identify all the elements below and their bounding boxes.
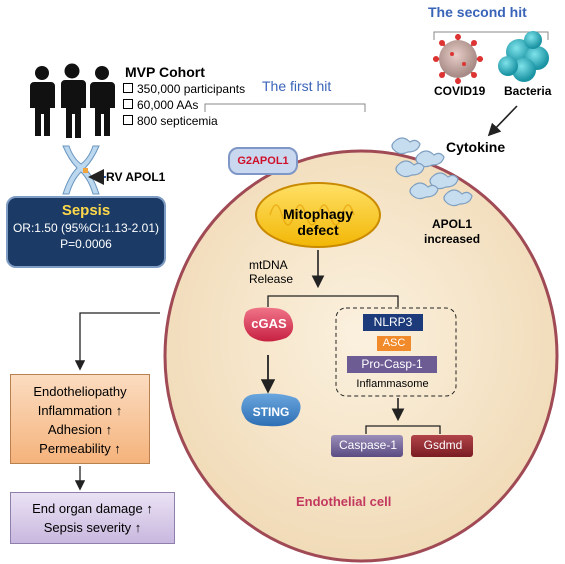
caspase-branch: [365, 425, 441, 434]
cgas-shape: [243, 307, 294, 342]
mitophagy-label: Mitophagy defect: [268, 206, 368, 238]
asc-label: ASC: [377, 336, 411, 351]
cohort-item: 60,000 AAs: [123, 98, 198, 112]
second-hit-label: The second hit: [428, 4, 527, 20]
covid-virus-icon: [433, 34, 483, 84]
apol1-line: APOL1: [432, 217, 473, 231]
covid-label: COVID19: [434, 84, 486, 98]
mtdna-line: Release: [249, 272, 294, 286]
cytokine-arrow: [487, 105, 518, 137]
final-outcomes-box: End organ damage ↑ Sepsis severity ↑: [10, 492, 175, 544]
first-hit-bracket: [204, 103, 366, 112]
bacteria-label: Bacteria: [504, 84, 552, 98]
sepsis-box: Sepsis OR:1.50 (95%CI:1.13-2.01) P=0.000…: [6, 196, 166, 268]
gsdmd-shape: [411, 435, 473, 457]
apol1-increased-label: APOL1 increased: [424, 217, 480, 247]
bacteria-icon: [498, 31, 549, 82]
sting-shape: [241, 393, 301, 427]
pro-casp1-label: Pro-Casp-1: [347, 356, 437, 373]
sepsis-odds-ratio: OR:1.50 (95%CI:1.13-2.01): [12, 221, 160, 235]
outcomes-box: Endotheliopathy Inflammation ↑ Adhesion …: [10, 374, 150, 464]
apol1-protein-icon: [391, 137, 473, 207]
gsdmd-label: Gsdmd: [423, 438, 463, 452]
mitophagy-line: defect: [297, 222, 339, 238]
second-hit-bracket: [433, 31, 549, 40]
variant-label: RV APOL1: [106, 170, 166, 184]
mitophagy-line: Mitophagy: [283, 206, 353, 222]
sting-label: STING: [252, 405, 290, 419]
final-outcome-line: Sepsis severity ↑: [43, 520, 142, 535]
mitochondrion-icon: [255, 182, 381, 248]
apol1-line: increased: [424, 232, 481, 246]
nlrp3-label: NLRP3: [363, 314, 423, 331]
cgas-label: cGAS: [251, 316, 287, 331]
people-icon: [30, 63, 115, 138]
outcome-line: Permeability ↑: [39, 441, 121, 456]
caspase1-shape: [331, 435, 403, 457]
outcome-line: Endotheliopathy: [33, 384, 127, 399]
g2apol1-label: G2APOL1: [228, 147, 298, 175]
chromosome-icon: [62, 145, 100, 195]
outcome-line: Adhesion ↑: [47, 422, 113, 437]
cohort-title: MVP Cohort: [125, 64, 205, 80]
mtdna-release-label: mtDNA Release: [249, 258, 293, 286]
sepsis-title: Sepsis: [61, 202, 111, 219]
inflammasome-box: [335, 307, 457, 397]
cohort-item: 350,000 participants: [123, 82, 245, 96]
first-hit-label: The first hit: [262, 78, 332, 94]
sepsis-p-value: P=0.0006: [60, 237, 112, 251]
branch-connector: [267, 295, 399, 307]
inflammasome-label: Inflammasome: [356, 378, 429, 390]
cohort-item: 800 septicemia: [123, 114, 218, 128]
left-pathway-line: [74, 312, 160, 371]
mtdna-line: mtDNA: [249, 258, 288, 272]
outcome-line: Inflammation ↑: [37, 403, 123, 418]
cytokine-label: Cytokine: [446, 139, 506, 155]
caspase1-label: Caspase-1: [338, 438, 398, 452]
endothelial-cell-label: Endothelial cell: [296, 494, 392, 509]
final-outcome-line: End organ damage ↑: [32, 501, 153, 516]
